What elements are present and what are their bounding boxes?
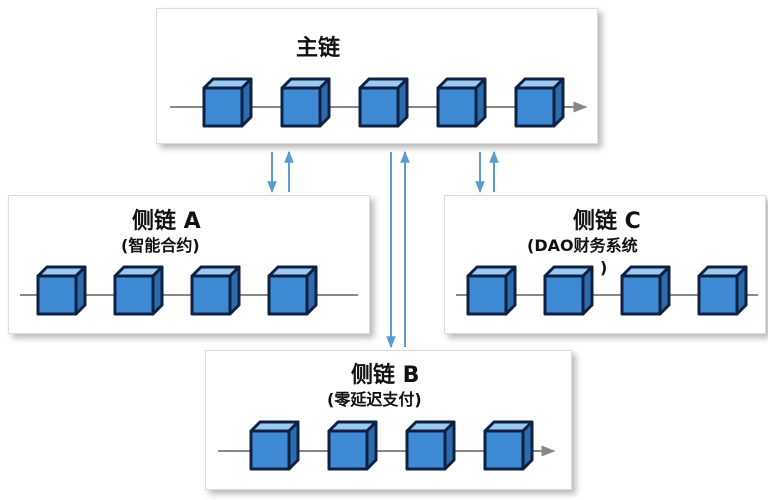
side-chain-c-subtitle-close: ) [600, 258, 608, 277]
block-icon [466, 265, 517, 316]
side-chain-b-chain [218, 420, 556, 471]
side-chain-a-title: 侧链 A [132, 209, 201, 234]
side-chain-c-title: 侧链 C [573, 209, 641, 234]
side-chain-c-chain [456, 265, 758, 316]
block-icon [543, 265, 594, 316]
block-icon [697, 265, 748, 316]
side-chain-a-chain [20, 265, 358, 316]
side-chain-a-subtitle: (智能合约) [121, 236, 200, 255]
block-icon [202, 77, 253, 128]
block-icon [436, 77, 487, 128]
block-icon [514, 77, 565, 128]
block-icon [190, 265, 241, 316]
block-icon [249, 420, 300, 471]
block-icon [620, 265, 671, 316]
side-chain-b-title: 侧链 B [351, 363, 420, 388]
block-icon [36, 265, 87, 316]
side-chain-b-subtitle: (零延迟支付) [327, 390, 422, 409]
block-icon [483, 420, 534, 471]
block-icon [327, 420, 378, 471]
block-icon [113, 265, 164, 316]
block-icon [358, 77, 409, 128]
block-icon [267, 265, 318, 316]
main-chain-chain [170, 77, 588, 128]
block-icon [405, 420, 456, 471]
block-icon [280, 77, 331, 128]
side-chain-c-subtitle: (DAO财务系统 [527, 236, 638, 255]
main-chain-title: 主链 [296, 36, 341, 61]
